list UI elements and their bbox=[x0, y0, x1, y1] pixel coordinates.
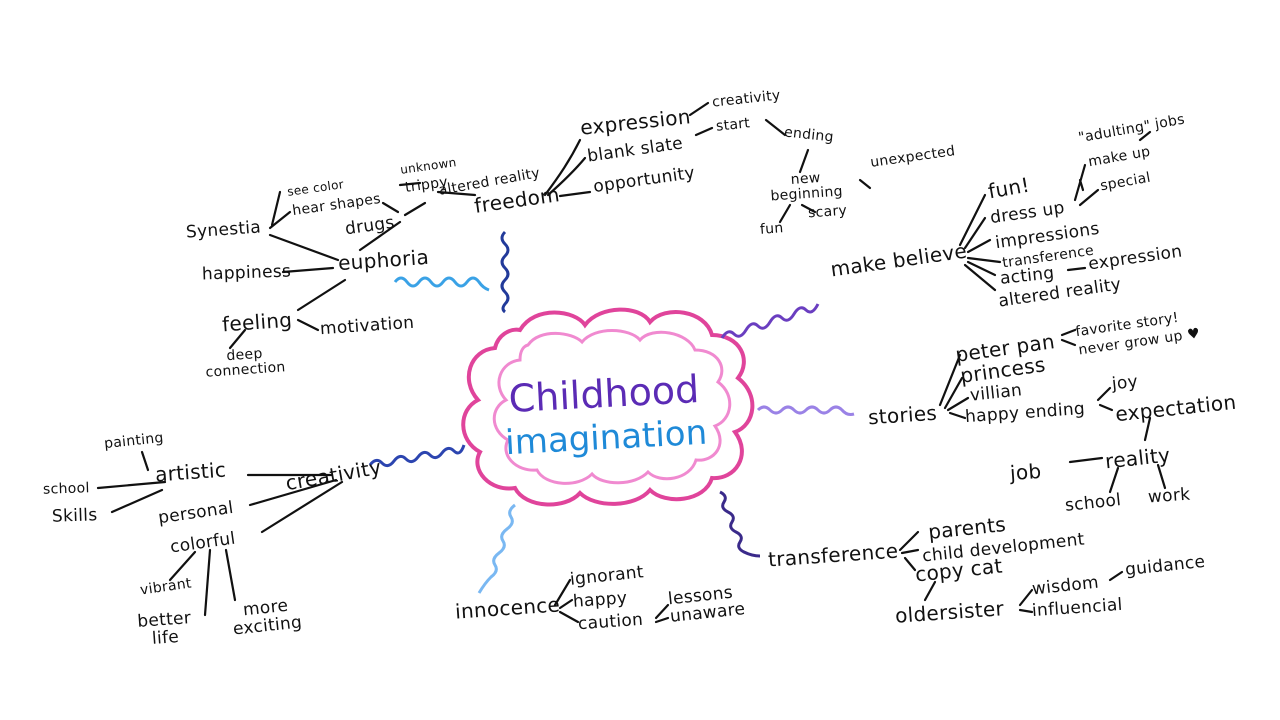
node-feeling: feeling bbox=[221, 307, 294, 337]
node-fun: fun! bbox=[986, 172, 1032, 204]
center-cloud bbox=[461, 307, 755, 507]
node-reality: reality bbox=[1103, 442, 1172, 474]
node-work: work bbox=[1147, 484, 1191, 508]
node-more-exciting: more exciting bbox=[231, 595, 304, 640]
node-fun-small: fun bbox=[759, 220, 785, 238]
node-new-beginning: new beginning bbox=[770, 169, 844, 205]
wave-stories bbox=[756, 405, 855, 416]
node-deep-connection: deep connection bbox=[205, 345, 287, 381]
node-joy: joy bbox=[1110, 371, 1140, 395]
wave-innocence bbox=[477, 503, 516, 594]
node-skills: Skills bbox=[51, 505, 98, 527]
node-better-life: better life bbox=[136, 608, 192, 649]
wave-euphoria bbox=[393, 276, 490, 292]
node-stories: stories bbox=[867, 400, 938, 430]
connector-lines bbox=[96, 101, 1167, 624]
node-school-c: school bbox=[42, 480, 90, 498]
node-euphoria: euphoria bbox=[337, 244, 430, 276]
wave-creativity bbox=[368, 444, 466, 468]
wave-make-believe bbox=[720, 303, 820, 339]
wave-transference bbox=[719, 490, 761, 558]
node-happy: happy bbox=[572, 588, 628, 612]
wave-freedom bbox=[500, 230, 510, 314]
node-scary: scary bbox=[807, 202, 848, 222]
cloud-outline-outer bbox=[461, 307, 755, 507]
node-job: job bbox=[1009, 458, 1043, 486]
branch-connectors bbox=[368, 230, 855, 594]
node-happiness: happiness bbox=[201, 261, 292, 285]
center-title: Childhood imagination bbox=[488, 366, 722, 464]
node-artistic: artistic bbox=[154, 457, 227, 487]
node-start: start bbox=[715, 115, 751, 135]
node-caution: caution bbox=[577, 609, 644, 635]
cloud-outline-inner bbox=[492, 329, 732, 485]
